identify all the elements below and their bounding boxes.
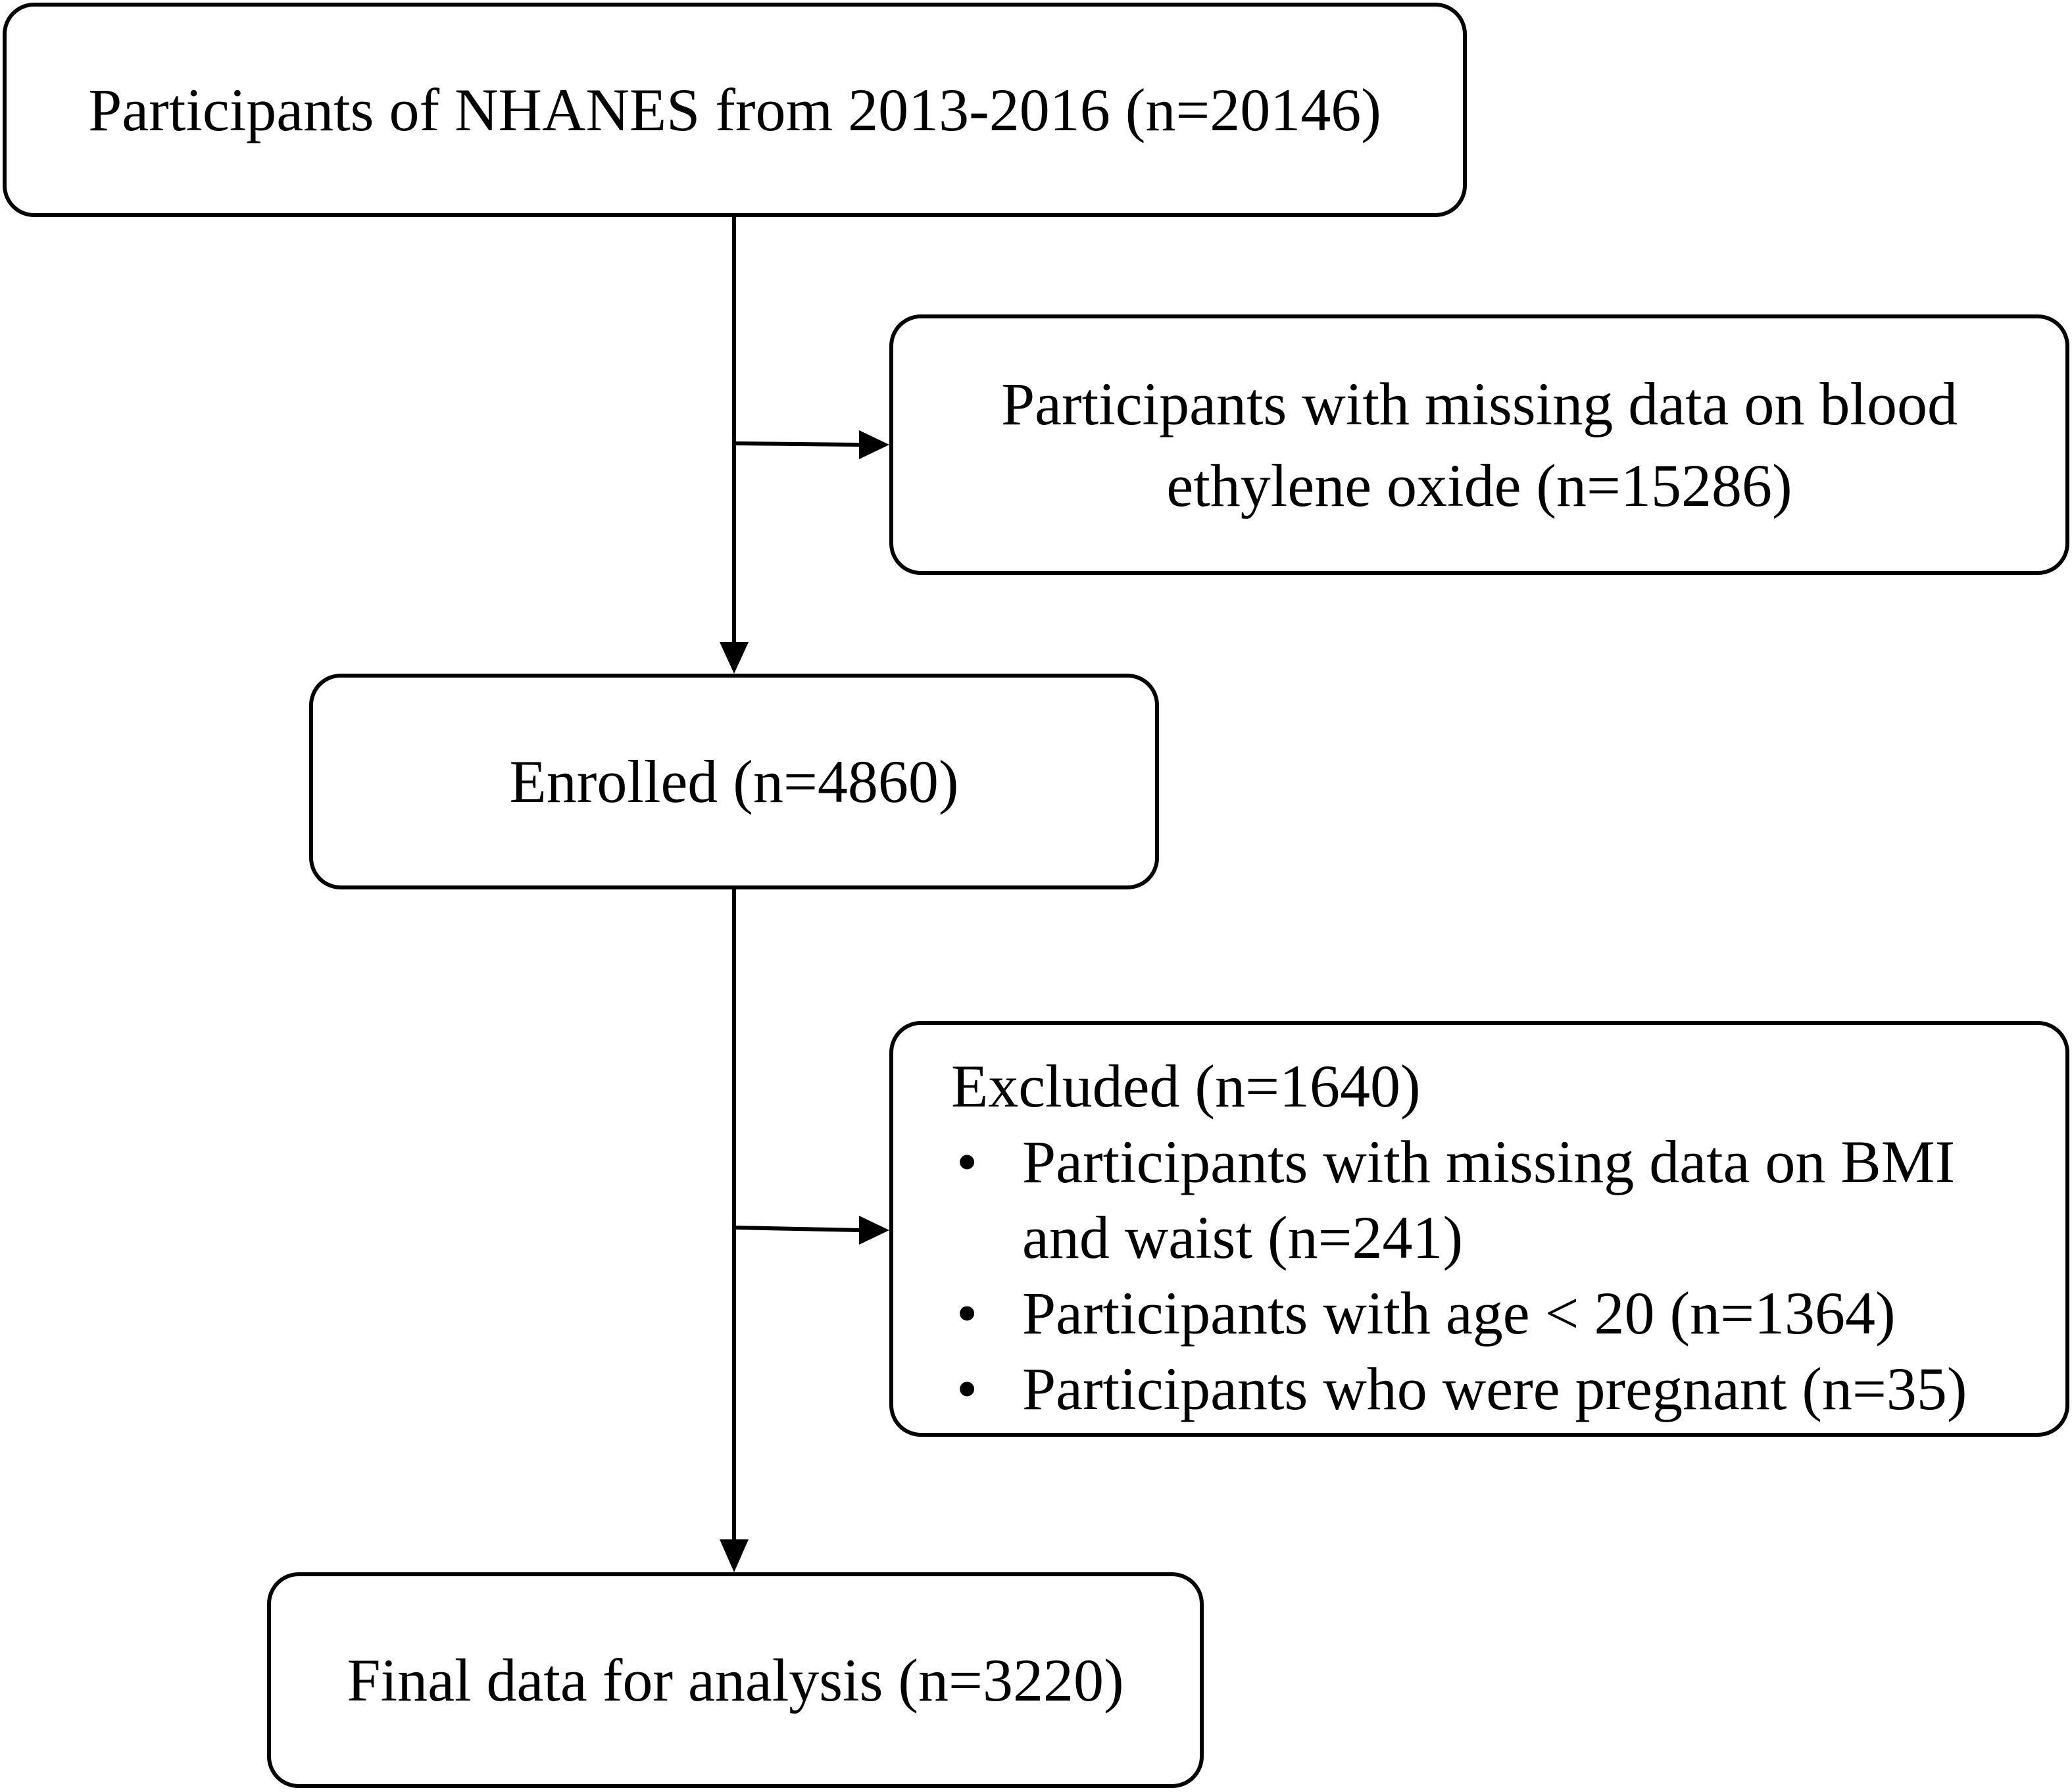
arrowhead-missing xyxy=(859,430,889,459)
excluded-item-pregnant: • Participants who were pregnant (n=35) xyxy=(951,1351,2046,1427)
excluded-list: • Participants with missing data on BMI … xyxy=(951,1124,2046,1427)
bullet-icon: • xyxy=(956,1355,978,1422)
excluded-box: Excluded (n=1640) • Participants with mi… xyxy=(889,1021,2069,1437)
final-data-label: Final data for analysis (n=3220) xyxy=(347,1647,1124,1714)
excluded-item-text-continued: and waist (n=241) xyxy=(1022,1204,1464,1271)
start-box: Participants of NHANES from 2013-2016 (n… xyxy=(3,3,1467,217)
arrow-branch-excluded xyxy=(733,1226,861,1232)
arrow-branch-missing xyxy=(733,441,861,447)
excluded-item-text: Participants who were pregnant (n=35) xyxy=(1022,1355,1967,1422)
arrowhead-enrolled xyxy=(720,642,749,674)
bullet-icon: • xyxy=(956,1280,978,1347)
enrolled-label: Enrolled (n=4860) xyxy=(509,748,959,815)
excluded-item-text: Participants with missing data on BMI xyxy=(1022,1128,1956,1195)
excluded-title: Excluded (n=1640) xyxy=(951,1053,1421,1120)
start-label: Participants of NHANES from 2013-2016 (n… xyxy=(88,76,1381,143)
arrowhead-final xyxy=(720,1539,749,1572)
arrowhead-excluded xyxy=(859,1216,889,1245)
enrolled-box: Enrolled (n=4860) xyxy=(309,674,1159,889)
missing-ethylene-oxide-line-1: Participants with missing data on blood xyxy=(1001,370,1958,437)
excluded-item-text: Participants with age < 20 (n=1364) xyxy=(1022,1280,1896,1347)
excluded-item-age-under-20: • Participants with age < 20 (n=1364) xyxy=(951,1276,2046,1351)
missing-ethylene-oxide-box: Participants with missing data on blood … xyxy=(889,314,2069,575)
excluded-item-missing-bmi-waist: • Participants with missing data on BMI … xyxy=(951,1124,2046,1276)
bullet-icon: • xyxy=(956,1128,978,1195)
missing-ethylene-oxide-line-2: ethylene oxide (n=15286) xyxy=(1166,452,1792,519)
final-data-box: Final data for analysis (n=3220) xyxy=(267,1572,1204,1788)
